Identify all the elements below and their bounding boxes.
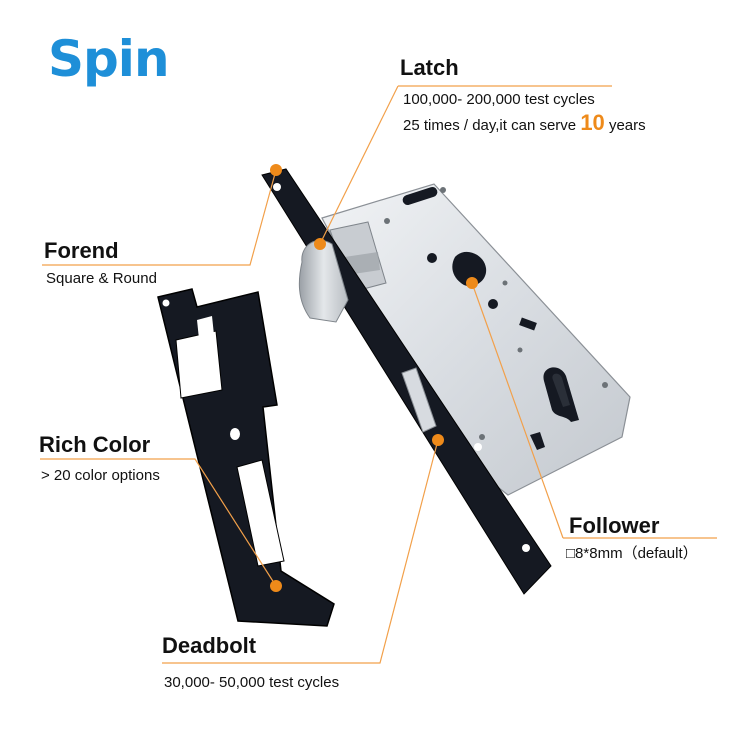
latch-line-2-post: years [604, 117, 646, 134]
deadbolt-line-1: 30,000- 50,000 test cycles [164, 674, 340, 691]
brand-logo-text: Spin [48, 30, 170, 88]
latch-title: Latch [400, 55, 459, 80]
deadbolt-title: Deadbolt [162, 633, 257, 658]
latch-line-2-pre: 25 times / day,it can serve [403, 117, 581, 134]
latch-years-number: 10 [580, 110, 605, 135]
strike-plate [157, 288, 335, 627]
leader-lines [40, 85, 717, 664]
follower-line-1: □8*8mm（default） [566, 545, 698, 562]
latch-bolt [298, 239, 349, 323]
brand-logo: Spin [48, 30, 170, 88]
forend-line-1: Square & Round [46, 270, 157, 287]
rich-color-line-1: > 20 color options [41, 467, 160, 484]
forend-title: Forend [44, 238, 119, 263]
latch-line-2: 25 times / day,it can serve 10 years [403, 110, 646, 136]
marker-dots [270, 164, 478, 592]
rich-color-title: Rich Color [39, 432, 151, 457]
latch-line-1: 100,000- 200,000 test cycles [403, 91, 595, 108]
follower-title: Follower [569, 513, 660, 538]
